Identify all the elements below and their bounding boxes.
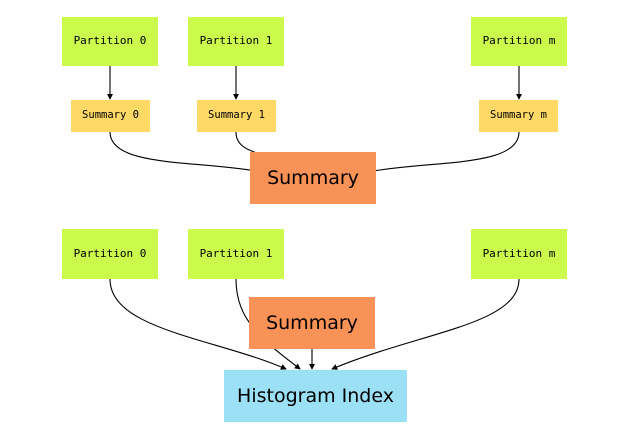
node-label: Partition 0 — [73, 34, 147, 48]
node-label: Summary 0 — [82, 109, 139, 122]
node-l-partition-0[interactable]: Partition 0 — [62, 229, 158, 279]
node-label: Partition m — [482, 246, 556, 260]
node-label: Summary — [267, 166, 359, 189]
node-label: Summary 1 — [208, 109, 265, 122]
node-u-partition-1[interactable]: Partition 1 — [188, 17, 284, 66]
node-u-partition-m[interactable]: Partition m — [471, 17, 567, 66]
node-label: Summary — [266, 311, 358, 334]
node-u-summary[interactable]: Summary — [250, 152, 376, 204]
node-label: Partition 1 — [199, 246, 273, 260]
node-label: Partition 0 — [73, 246, 147, 260]
node-u-summary-0[interactable]: Summary 0 — [71, 100, 150, 132]
node-label: Histogram Index — [237, 384, 394, 407]
node-u-summary-1[interactable]: Summary 1 — [197, 100, 276, 132]
node-u-partition-0[interactable]: Partition 0 — [62, 17, 158, 66]
node-l-summary[interactable]: Summary — [249, 297, 375, 349]
node-l-partition-m[interactable]: Partition m — [471, 229, 567, 279]
node-l-histogram-index[interactable]: Histogram Index — [224, 370, 407, 422]
edge-u-summary-0-to-u-summary — [109, 131, 263, 174]
edge-u-summary-m-to-u-summary — [367, 131, 520, 174]
node-label: Summary m — [490, 109, 547, 122]
node-label: Partition 1 — [199, 34, 273, 48]
node-label: Partition m — [482, 34, 556, 48]
node-l-partition-1[interactable]: Partition 1 — [188, 229, 284, 279]
node-u-summary-m[interactable]: Summary m — [479, 100, 558, 132]
